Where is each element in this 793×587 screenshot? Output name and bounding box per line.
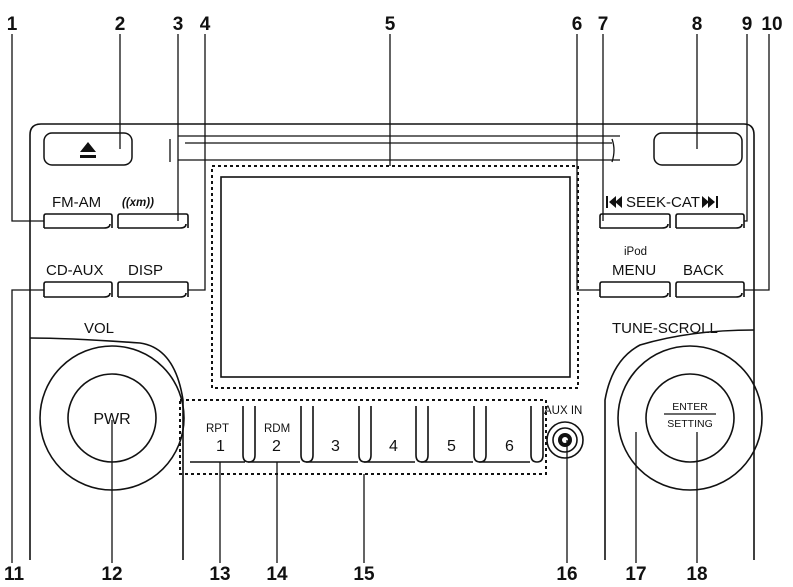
aux-in-label: AUX IN	[544, 405, 582, 417]
cd-aux-button[interactable]	[43, 281, 113, 298]
callout-18: 18	[686, 564, 707, 585]
preset-label-3: 3	[331, 438, 340, 455]
callout-2: 2	[115, 14, 126, 35]
seek-back-button[interactable]	[599, 213, 671, 229]
unit-outline	[29, 123, 755, 560]
preset-dashed-outline	[179, 399, 547, 475]
xm-button[interactable]	[117, 213, 189, 229]
display-dashed-outline	[211, 165, 579, 389]
callout-13: 13	[209, 564, 230, 585]
preset-label-4: 4	[389, 438, 398, 455]
callout-4: 4	[200, 14, 211, 35]
seek-forward-button[interactable]	[675, 213, 745, 229]
callout-11: 11	[4, 564, 25, 585]
rdm-label: RDM	[264, 423, 290, 435]
seek-display-button[interactable]	[653, 132, 743, 166]
callout-5: 5	[385, 14, 396, 35]
callout-15: 15	[353, 564, 375, 585]
disp-button[interactable]	[117, 281, 189, 298]
menu-label: MENU	[612, 262, 656, 279]
ipod-menu-button[interactable]	[599, 281, 671, 298]
xm-label: ((xm))	[122, 197, 154, 209]
callout-16: 16	[556, 564, 577, 585]
tune-scroll-label: TUNE-SCROLL	[612, 320, 718, 337]
back-button[interactable]	[675, 281, 745, 298]
callout-numbers: 1 2 3 4 5 6 7 8 9 10 11 12 13 14 15 16 1…	[4, 14, 783, 585]
callout-3: 3	[173, 14, 184, 35]
cd-aux-label: CD-AUX	[46, 262, 104, 279]
callout-9: 9	[742, 14, 753, 35]
callout-6: 6	[572, 14, 583, 35]
callout-7: 7	[598, 14, 609, 35]
callout-8: 8	[692, 14, 703, 35]
callout-12: 12	[101, 564, 122, 585]
callout-1: 1	[7, 14, 18, 35]
tune-scroll-knob[interactable]	[617, 345, 763, 491]
callout-17: 17	[625, 564, 646, 585]
callout-14: 14	[266, 564, 288, 585]
seek-cat-label: SEEK-CAT	[626, 194, 700, 211]
enter-label: ENTER	[672, 401, 708, 413]
leader-lines	[11, 34, 770, 563]
fm-am-button[interactable]	[43, 213, 113, 229]
skip-back-icon	[606, 196, 622, 208]
vol-label: VOL	[84, 320, 114, 337]
preset-label-5: 5	[447, 438, 456, 455]
disp-label: DISP	[128, 262, 163, 279]
preset-label-2: 2	[272, 438, 281, 455]
pwr-label: PWR	[93, 411, 130, 428]
preset-buttons	[179, 399, 547, 475]
display-screen	[220, 176, 571, 378]
eject-icon	[80, 142, 96, 158]
callout-10: 10	[761, 14, 782, 35]
fm-am-label: FM-AM	[52, 194, 101, 211]
aux-in-jack[interactable]	[546, 421, 584, 459]
setting-label: SETTING	[667, 418, 713, 430]
skip-forward-icon	[702, 196, 718, 208]
preset-label-6: 6	[505, 438, 514, 455]
preset-label-1: 1	[216, 438, 225, 455]
back-label: BACK	[683, 262, 724, 279]
eject-button[interactable]	[43, 132, 133, 166]
ipod-label: iPod	[624, 246, 647, 258]
rpt-label: RPT	[206, 423, 229, 435]
